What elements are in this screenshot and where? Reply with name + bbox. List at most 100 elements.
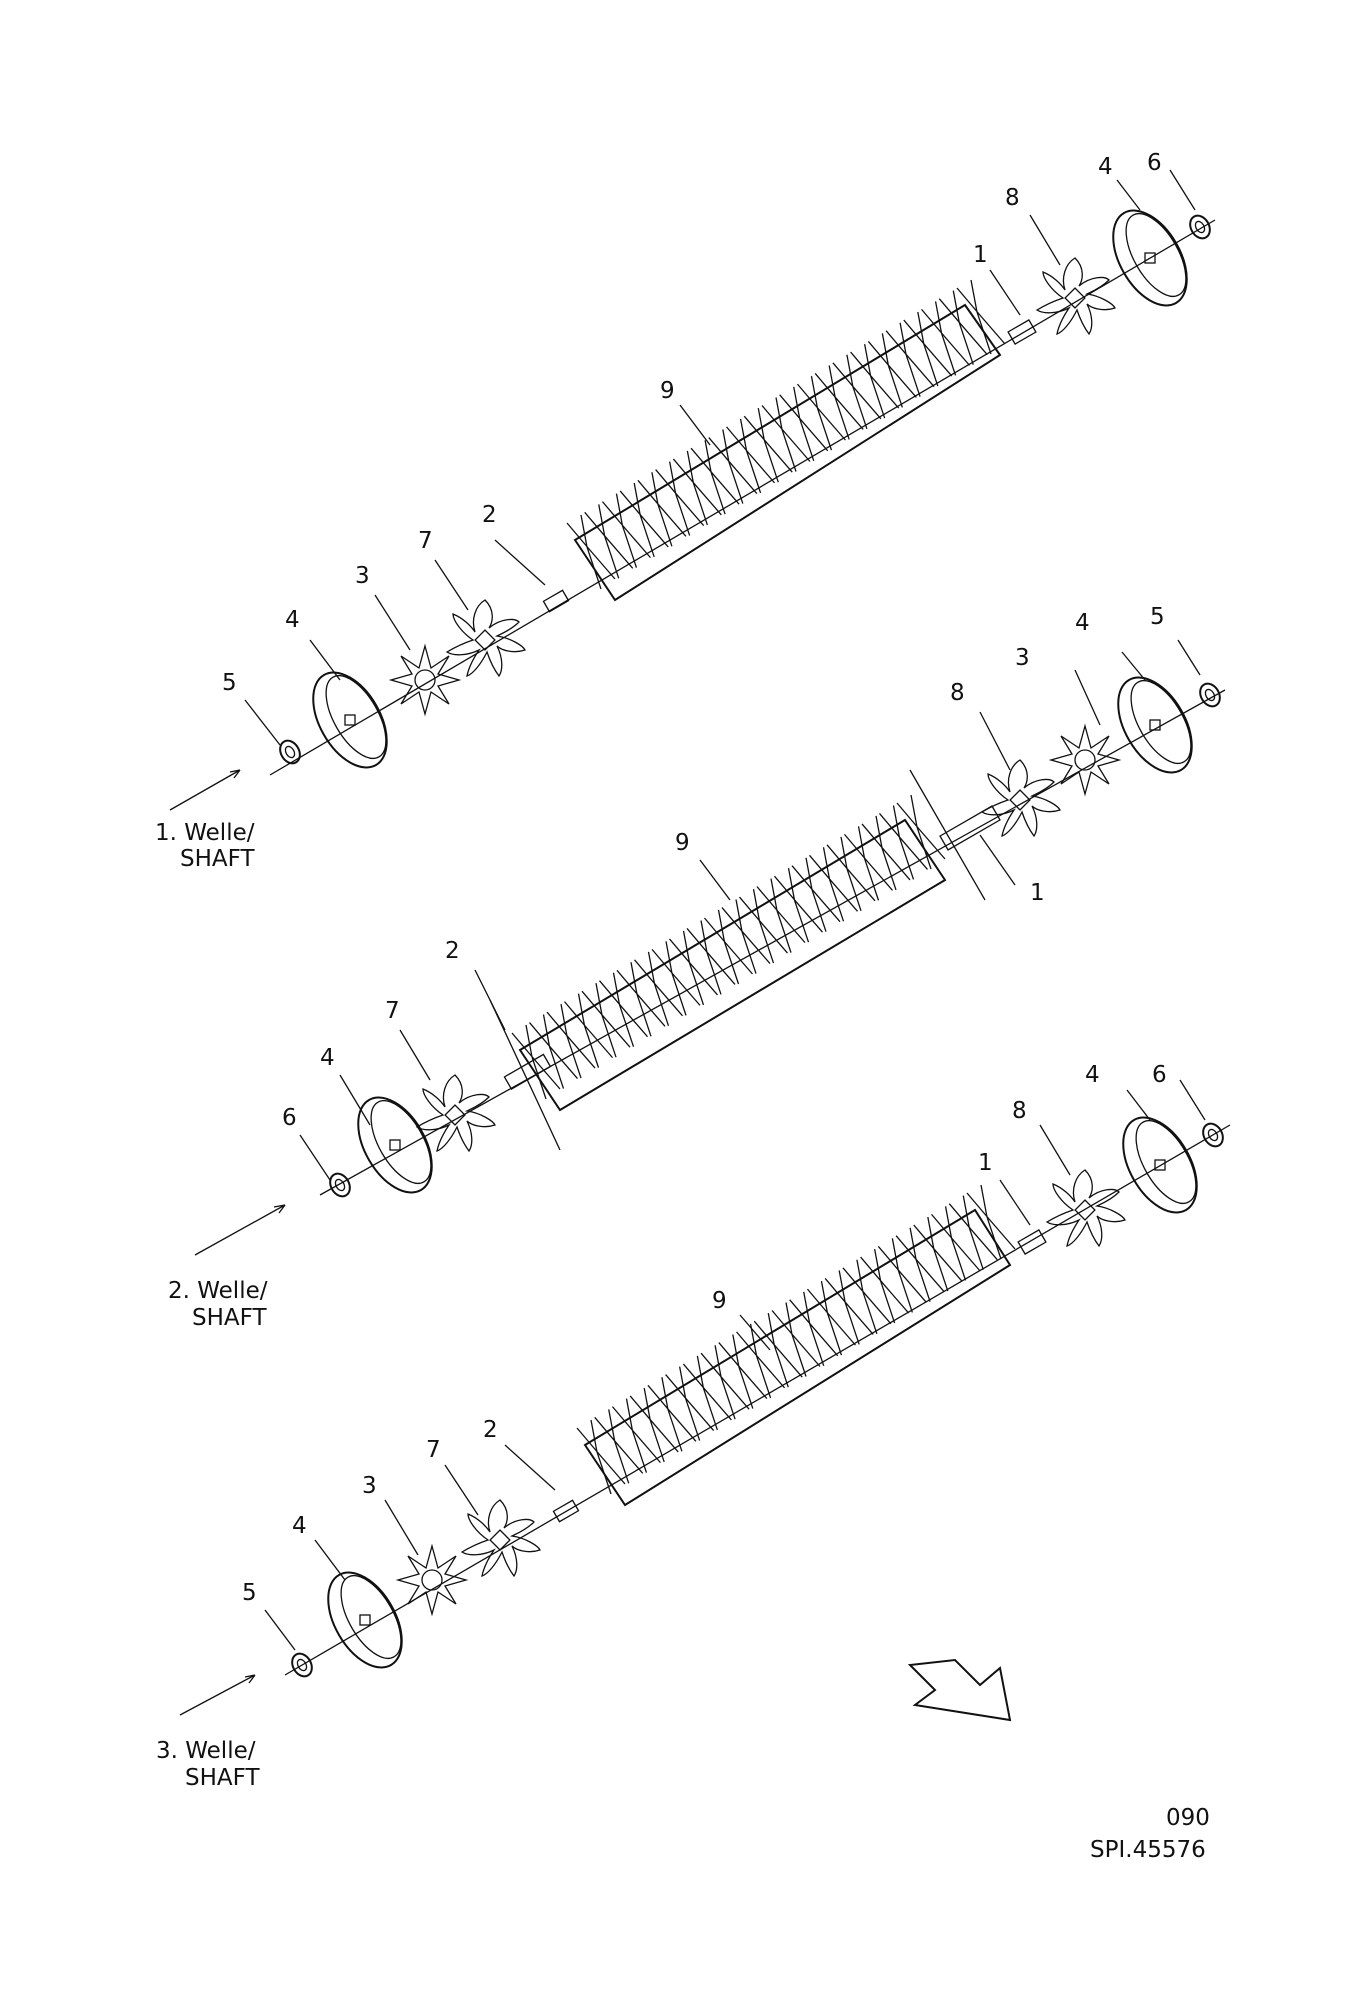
bristle-row [690,440,740,515]
shaft-1-ring-5 [275,736,305,768]
bristle-row [896,794,946,870]
shaft-1-scraper-8 [1036,257,1116,335]
bristle-row [651,941,701,1016]
drawing-number: SPI.45576 [1090,1837,1206,1863]
shaft-1-axis [269,219,1216,776]
bristle-row [832,354,882,429]
shaft-3-label-6: 6 [1152,1062,1167,1088]
bristle-row [895,1227,945,1302]
shaft-1-disc-4-left [297,658,403,782]
bristle-row [826,836,876,912]
bristle-row [546,1003,596,1079]
bristle-row [721,899,771,974]
bristle-row [616,962,666,1037]
bristle-row [718,1334,768,1409]
shaft-3-label-4l: 4 [292,1513,307,1539]
bristle-row [806,1281,856,1356]
shaft-1-label-6: 6 [1147,150,1162,176]
shaft-2-label-4l: 4 [320,1045,335,1071]
shaft-3-axis [284,1124,1231,1676]
bristle-row [686,920,736,995]
bristle-row [956,279,1006,355]
bristle-row [850,343,900,419]
bristle-row [791,857,841,932]
bristle-row [611,1398,661,1473]
shaft-3-label-1: 1 [978,1150,993,1176]
bristle-row [774,868,823,943]
bristle-row [619,482,669,558]
shaft-2-label-2: 2 [445,938,460,964]
bristle-row [860,1248,910,1324]
bristle-row [682,1355,732,1431]
shaft-1-label-1: 1 [973,242,988,268]
shaft-3-label-5: 5 [242,1580,257,1606]
shaft-2-caption-line2: SHAFT [192,1305,267,1331]
bristle-row [779,386,829,462]
bristle-row [700,1345,750,1420]
shaft-3-leaders [264,1079,1206,1651]
bristle-row [966,1184,1016,1260]
bristle-row [529,1014,578,1089]
shaft-1-label-4r: 4 [1098,154,1113,180]
bristle-row [809,847,858,922]
shaft-2-brush-roll [511,794,947,1112]
bristle-row [629,1387,679,1463]
bristle-row [938,290,988,365]
bristle-row [726,418,776,494]
shaft-2-label-6: 6 [282,1105,297,1131]
bristle-row [789,1291,839,1367]
bristle-row [672,450,722,526]
shaft-2-leaders [299,639,1201,1181]
shaft-1-caption-line1: 1. Welle/ [155,820,255,846]
bristle-row [913,1216,963,1292]
shaft-1-label-8: 8 [1005,185,1020,211]
shaft-1-label-4l: 4 [285,607,300,633]
bristle-row [637,472,687,547]
bristle-row [601,493,651,568]
shaft-2-ring-6 [325,1169,355,1201]
bristle-row [581,983,631,1058]
bristle-row [584,504,634,579]
shaft-2-scraper-8 [981,759,1061,837]
bristle-row [704,909,753,985]
shaft-3-assembly [179,1079,1231,1716]
bristle-row [634,951,683,1027]
shaft-1-label-5: 5 [222,670,237,696]
shaft-2-label-7: 7 [385,998,400,1024]
shaft-3-disc-4-left [312,1558,418,1682]
shaft-3-caption-line2: SHAFT [185,1765,260,1791]
bristle-row [796,376,846,451]
bristle-row [743,408,793,483]
bristle-row [903,311,953,387]
shaft-2-caption-line1: 2. Welle/ [168,1278,268,1304]
shaft-3-label-2: 2 [483,1417,498,1443]
shaft-3-scraper-8 [1046,1169,1126,1247]
bristle-row [885,322,935,397]
bristle-row [867,333,917,408]
bristle-row [566,514,616,590]
bristle-row [665,1366,715,1441]
bristle-row [771,1302,821,1377]
bristle-row [879,805,928,880]
shaft-1-assembly [169,169,1216,811]
direction-arrow [907,1658,1012,1722]
shaft-2-label-1: 1 [1030,880,1045,906]
bristle-row [842,1259,892,1334]
shaft-1-label-2: 2 [482,502,497,528]
bristle-row [814,365,864,440]
shaft-2-disc-4-left [342,1083,448,1207]
shaft-2-star-3 [1050,725,1120,795]
bristle-row [655,461,705,536]
shaft-1-label-9: 9 [660,378,675,404]
bristle-row [756,878,806,953]
bristle-row [576,1419,626,1495]
bristle-row [594,1409,644,1484]
shaft-1-label-3: 3 [355,563,370,589]
shaft-1-brush-roll [566,279,1006,602]
shaft-3-label-3: 3 [362,1473,377,1499]
shaft-3-label-4r: 4 [1085,1062,1100,1088]
shaft-2-assembly [194,639,1226,1256]
bristle-row [931,1206,981,1281]
shaft-3-label-8: 8 [1012,1098,1027,1124]
